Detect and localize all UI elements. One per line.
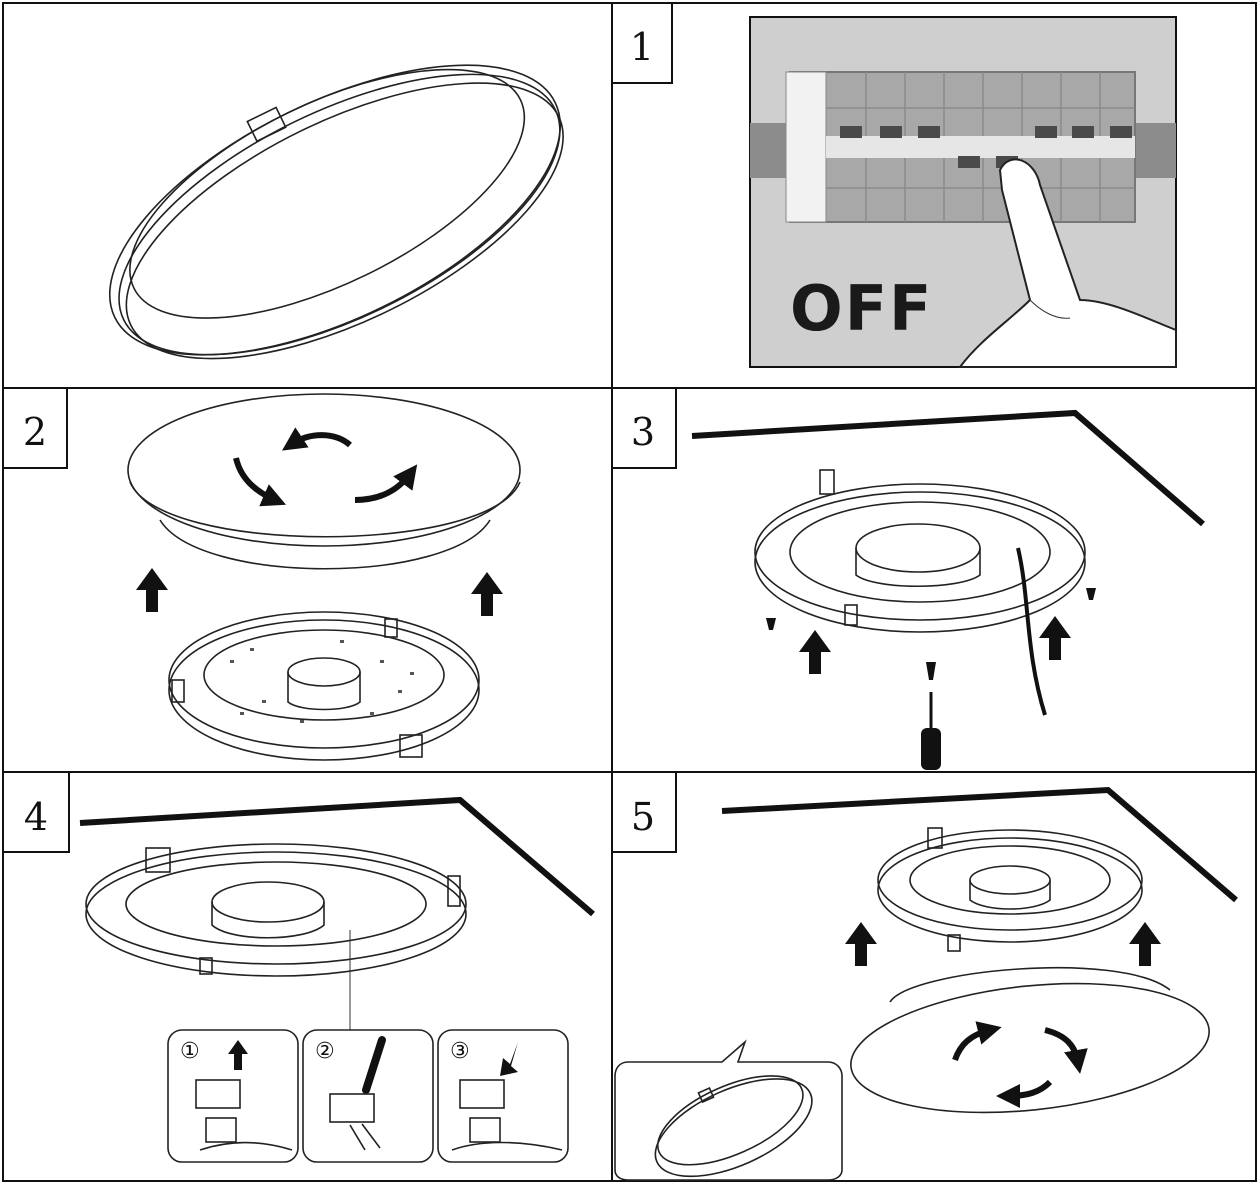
substep-3-label: ③	[450, 1039, 470, 1064]
cover-illustration	[850, 966, 1210, 1114]
panel-lamp-overview	[108, 64, 564, 360]
breaker-off-label: OFF	[790, 272, 933, 345]
ceiling-line	[79, 796, 595, 917]
step-number-4: 4	[24, 795, 48, 839]
step-number-3: 3	[631, 410, 655, 454]
wiring-substeps: ① ② ③	[167, 1029, 569, 1163]
mounted-base-illustration	[877, 827, 1143, 952]
step-number-5: 5	[631, 795, 655, 839]
screws-and-arrows	[766, 588, 1096, 680]
finished-lamp-callout	[614, 1039, 843, 1181]
substep-2-label: ②	[315, 1039, 335, 1064]
cover-illustration	[127, 393, 521, 570]
step-number-2: 2	[23, 410, 47, 454]
screwdriver-icon	[921, 692, 941, 770]
step-number-1: 1	[630, 25, 654, 69]
base-plate-illustration	[168, 611, 480, 761]
breaker-panel-illustration: OFF	[749, 16, 1177, 368]
ceiling-line	[721, 786, 1238, 903]
ceiling-lamp-illustration	[108, 64, 564, 360]
mounted-base-illustration	[754, 469, 1086, 716]
panel-step-1: 1	[611, 2, 1177, 368]
lift-arrows	[136, 568, 503, 616]
panel-step-2: 2	[2, 387, 521, 761]
ceiling-line	[691, 409, 1205, 527]
substep-1-label: ①	[180, 1039, 200, 1064]
lift-arrows	[845, 922, 1161, 966]
mounted-base-illustration	[85, 843, 467, 1031]
panel-step-5: 5	[611, 771, 1238, 1181]
panel-step-4: 4 ① ② ③	[2, 771, 595, 1163]
panel-step-3: 3	[611, 387, 1205, 770]
